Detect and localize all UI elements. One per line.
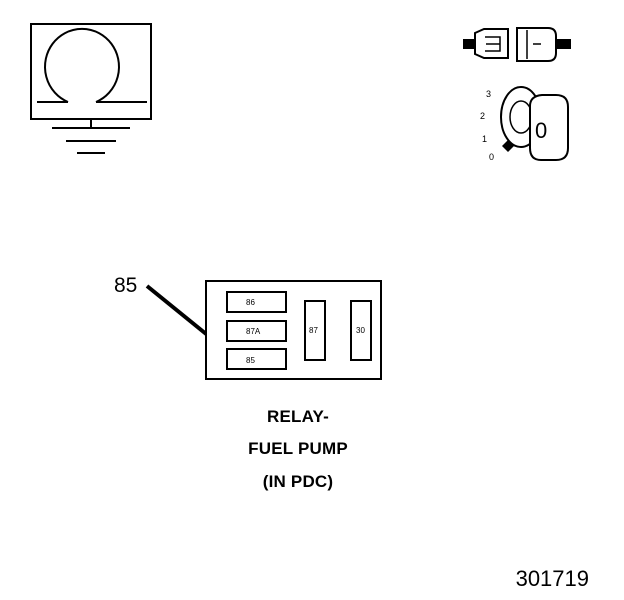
ignition-key-icon: 3 2 1 0 0 bbox=[480, 86, 569, 162]
relay-terminal-87a-label: 87A bbox=[246, 327, 261, 336]
fuel-pump-relay: 86 87A 85 87 30 bbox=[205, 280, 382, 380]
relay-terminal-85-label: 85 bbox=[246, 356, 255, 365]
relay-terminal-87-label: 87 bbox=[309, 326, 318, 335]
relay-terminal-86-label: 86 bbox=[246, 298, 255, 307]
caption-line-2: FUEL PUMP bbox=[248, 439, 348, 458]
relay-terminal-87-pin bbox=[304, 300, 326, 361]
ignition-position-2: 2 bbox=[480, 111, 485, 121]
ignition-position-1: 1 bbox=[482, 134, 487, 144]
figure-number: 301719 bbox=[515, 566, 589, 591]
ignition-key-label: 0 bbox=[535, 118, 547, 143]
relay-terminal-30-pin bbox=[350, 300, 372, 361]
ohmmeter-ground-icon bbox=[30, 23, 152, 154]
callout-label: 85 bbox=[114, 274, 137, 297]
relay-terminal-87a-pin bbox=[226, 320, 287, 342]
ignition-position-0: 0 bbox=[489, 152, 494, 162]
caption-line-1: RELAY- bbox=[267, 407, 329, 426]
caption-line-3: (IN PDC) bbox=[262, 472, 334, 491]
relay-terminal-85-pin bbox=[226, 348, 287, 370]
disconnect-connector-icon bbox=[463, 27, 571, 62]
relay-terminal-30-label: 30 bbox=[356, 326, 365, 335]
relay-terminal-86-pin bbox=[226, 291, 287, 313]
ignition-position-3: 3 bbox=[486, 89, 491, 99]
